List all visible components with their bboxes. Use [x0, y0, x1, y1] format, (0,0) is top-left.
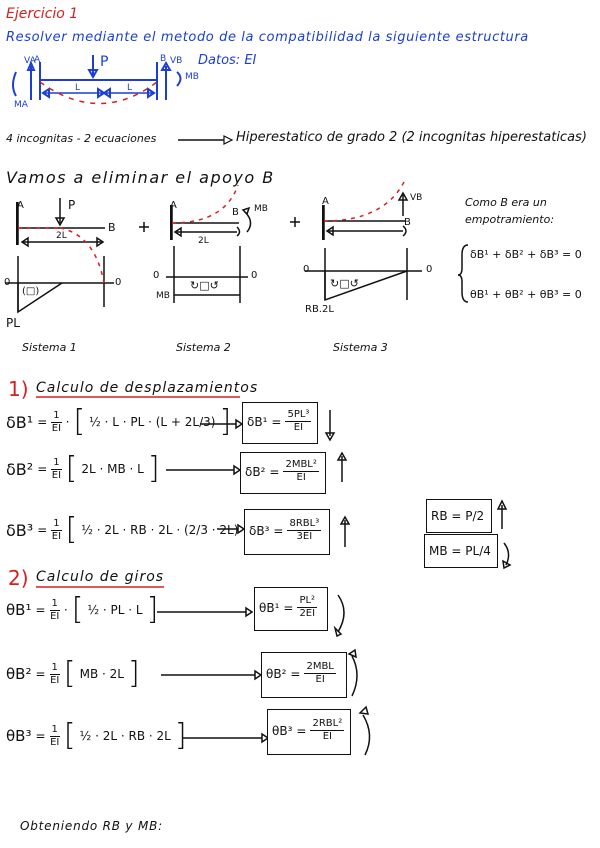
problem-statement: Resolver mediante el metodo de la compat… [6, 30, 529, 45]
compat-intro-1: Como B era un [465, 196, 547, 209]
label-a: A [34, 55, 41, 65]
bracket-content: ½ · 2L · RB · 2L · (2/3 · 2L) [81, 523, 239, 537]
sys2-span: 2L [198, 236, 209, 246]
elimination-text: Vamos a eliminar el apoyo B [6, 168, 275, 187]
result-arrows [496, 499, 512, 570]
sys1-value: PL [6, 316, 20, 330]
sys2-load: MB [254, 204, 268, 214]
hyperstatic-degree: Hiperestatico de grado 2 (2 incognitas h… [236, 130, 587, 145]
compat-intro-2: empotramiento: [465, 213, 555, 226]
sys2-zero-left: 0 [153, 270, 160, 281]
bracket-content: MB · 2L [79, 667, 124, 681]
moment-mb: MB [185, 72, 199, 82]
label-b: B [160, 54, 167, 64]
section2-title: Calculo de giros [36, 569, 165, 585]
result-mb: MB = PL/4 [424, 534, 498, 568]
bracket-content: ½ · L · PL · (L + 2L/3) [89, 415, 216, 429]
footer-text: Obteniendo RB y MB: [20, 819, 163, 833]
sys3-value: RB.2L [305, 304, 334, 315]
bracket-content: ½ · PL · L [87, 603, 143, 617]
load-p: P [100, 54, 109, 70]
exercise-title: Ejercicio 1 [6, 6, 79, 22]
given-data: Datos: EI [198, 53, 257, 68]
moment-ma: MA [14, 100, 28, 110]
arrow-icon [178, 135, 234, 145]
sys1-zero-right: 0 [115, 277, 122, 288]
sys2-title: Sistema 2 [176, 341, 231, 354]
span-left: L [75, 83, 81, 93]
sys3-zero-right: 0 [426, 264, 433, 275]
compat-eq-displacement: δB¹ + δB² + δB³ = 0 [470, 248, 582, 261]
sys2-sign: ↻□↺ [190, 279, 219, 292]
sys1-load: P [68, 198, 76, 212]
section2-arrows [157, 594, 371, 756]
sys3-label-a: A [322, 196, 329, 207]
bracket-content: 2L · MB · L [81, 462, 144, 476]
sys1-zero-left: 0 [4, 277, 11, 288]
sys3-zero-left: 0 [303, 264, 310, 275]
reaction-va: VA [24, 56, 36, 66]
sys2-zero-right: 0 [251, 270, 258, 281]
unknowns-count: 4 incognitas - 2 ecuaciones [6, 132, 157, 145]
row-lhs: δB¹ [6, 412, 34, 432]
result-rb: RB = P/2 [426, 499, 492, 533]
sys3-sign: ↻□↺ [330, 277, 359, 290]
sys1-title: Sistema 1 [22, 341, 77, 354]
bracket-content: ½ · 2L · RB · 2L [79, 729, 171, 743]
systems-diagrams [5, 179, 469, 314]
section1-title: Calculo de desplazamientos [36, 380, 259, 396]
section1-number: 1) [8, 377, 29, 401]
section2-number: 2) [8, 566, 29, 590]
sys3-title: Sistema 3 [333, 341, 388, 354]
sys2-value: MB [156, 291, 170, 301]
sys2-label-b: B [232, 207, 239, 218]
sys1-label-b: B [108, 221, 116, 234]
span-right: L [127, 83, 133, 93]
sys3-load: VB [410, 193, 423, 203]
sys1-label-a: A [17, 200, 24, 211]
reaction-vb: VB [170, 56, 183, 66]
section1-arrows [166, 410, 351, 547]
sys1-span: 2L [56, 231, 67, 241]
sys3-label-b: B [404, 217, 411, 228]
compat-eq-rotation: θB¹ + θB² + θB³ = 0 [470, 288, 582, 301]
sys1-sign: (□) [22, 286, 40, 297]
sys2-label-a: A [170, 200, 177, 211]
